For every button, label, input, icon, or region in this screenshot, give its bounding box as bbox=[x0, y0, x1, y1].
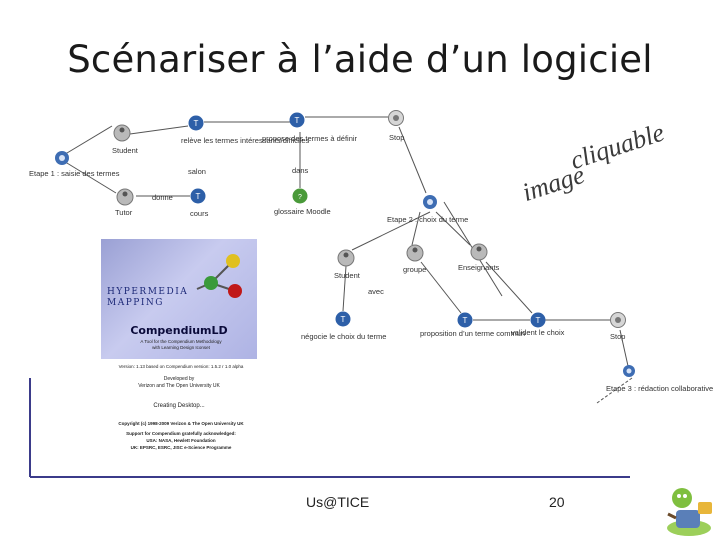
label-salon: salon bbox=[188, 167, 206, 176]
label-enseignants: Enseignants bbox=[458, 263, 500, 272]
svg-text:T: T bbox=[536, 316, 541, 325]
node-glossaire-tool[interactable]: ? bbox=[292, 188, 308, 204]
node-valident-task[interactable]: T bbox=[530, 312, 546, 328]
svg-text:T: T bbox=[341, 315, 346, 324]
node-enseignants-person[interactable] bbox=[470, 243, 488, 261]
label-donne: donne bbox=[152, 193, 173, 202]
svg-text:?: ? bbox=[298, 194, 302, 201]
label-stop2: Stop bbox=[610, 332, 625, 341]
label-etape1-line1: Etape 1 : saisie des termes bbox=[29, 169, 120, 178]
splash-brand: HYPERMEDIA MAPPING bbox=[107, 287, 189, 308]
label-etape2: Etape 2 : choix du terme bbox=[387, 215, 468, 224]
label-negocie: négocie le choix du terme bbox=[301, 332, 386, 341]
label-valident: valident le choix bbox=[511, 328, 565, 337]
footer-label: Us@TICE bbox=[306, 494, 370, 510]
svg-text:T: T bbox=[196, 192, 201, 201]
splash-developed: Developed by bbox=[163, 376, 195, 382]
node-groupe-person[interactable] bbox=[406, 244, 424, 262]
label-student: Student bbox=[112, 146, 139, 155]
svg-text:T: T bbox=[295, 116, 300, 125]
label-propose: propose des termes à définir bbox=[262, 134, 358, 143]
node-etape2-map[interactable] bbox=[423, 195, 437, 209]
page-number: 20 bbox=[549, 494, 565, 510]
node-propose-task[interactable]: T bbox=[289, 112, 305, 128]
label-releve: relève les termes intéressants/difficile… bbox=[181, 136, 309, 145]
node-stop2[interactable] bbox=[610, 312, 626, 328]
label-student2: Student bbox=[334, 271, 361, 280]
svg-text:T: T bbox=[463, 316, 468, 325]
label-cours: cours bbox=[190, 209, 209, 218]
splash-copyright: Copyright (c) 1998-2009 Verizon & The Op… bbox=[118, 421, 244, 426]
label-stop1: Stop bbox=[389, 133, 404, 142]
node-proposition-task[interactable]: T bbox=[457, 312, 473, 328]
node-etape3-map[interactable] bbox=[623, 365, 635, 377]
svg-text:T: T bbox=[194, 119, 199, 128]
splash-banner: HYPERMEDIA MAPPING CompendiumLD A Tool f… bbox=[101, 239, 257, 359]
splash-developers: Verizon and The Open University UK bbox=[138, 383, 220, 389]
molecule-logo-icon bbox=[196, 254, 242, 298]
node-tutor-person[interactable] bbox=[116, 188, 134, 206]
splash-version: Version: 1.13 based on Compendium versio… bbox=[118, 364, 244, 369]
node-student-person[interactable] bbox=[113, 124, 131, 142]
node-cours-task[interactable]: T bbox=[190, 188, 206, 204]
splash-support3: UK: EPSRC, ESRC, JISC e-Science Programm… bbox=[130, 445, 232, 450]
node-releve-task[interactable]: T bbox=[188, 115, 204, 131]
label-groupe: groupe bbox=[403, 265, 426, 274]
node-negocie-task[interactable]: T bbox=[335, 311, 351, 327]
mascot-logo-icon bbox=[667, 488, 712, 536]
label-etape3: Etape 3 : rédaction collaborative bbox=[606, 384, 713, 393]
label-glossaire: glossaire Moodle bbox=[274, 207, 331, 216]
splash-support2: USA: NASA, Hewlett Foundation bbox=[146, 438, 216, 443]
splash-tagline1: A Tool for the Compendium Methodology bbox=[140, 339, 222, 344]
label-tutor: Tutor bbox=[115, 208, 133, 217]
label-avec: avec bbox=[368, 287, 384, 296]
node-student2-person[interactable] bbox=[337, 249, 355, 267]
label-dans: dans bbox=[292, 166, 309, 175]
splash-support1: Support for Compendium gratefully acknow… bbox=[126, 431, 236, 436]
splash-tagline2: with Learning Design Iconset bbox=[152, 345, 210, 350]
compendium-splash[interactable]: HYPERMEDIA MAPPING CompendiumLD A Tool f… bbox=[101, 239, 257, 464]
node-etape1-map[interactable] bbox=[55, 151, 69, 165]
splash-product: CompendiumLD bbox=[130, 324, 228, 337]
splash-status: Creating Desktop... bbox=[153, 403, 205, 409]
slide-title: Scénariser à l’aide d’un logiciel bbox=[67, 38, 653, 81]
label-proposition: proposition d’un terme commun bbox=[420, 329, 525, 338]
node-stop1[interactable] bbox=[388, 110, 404, 126]
